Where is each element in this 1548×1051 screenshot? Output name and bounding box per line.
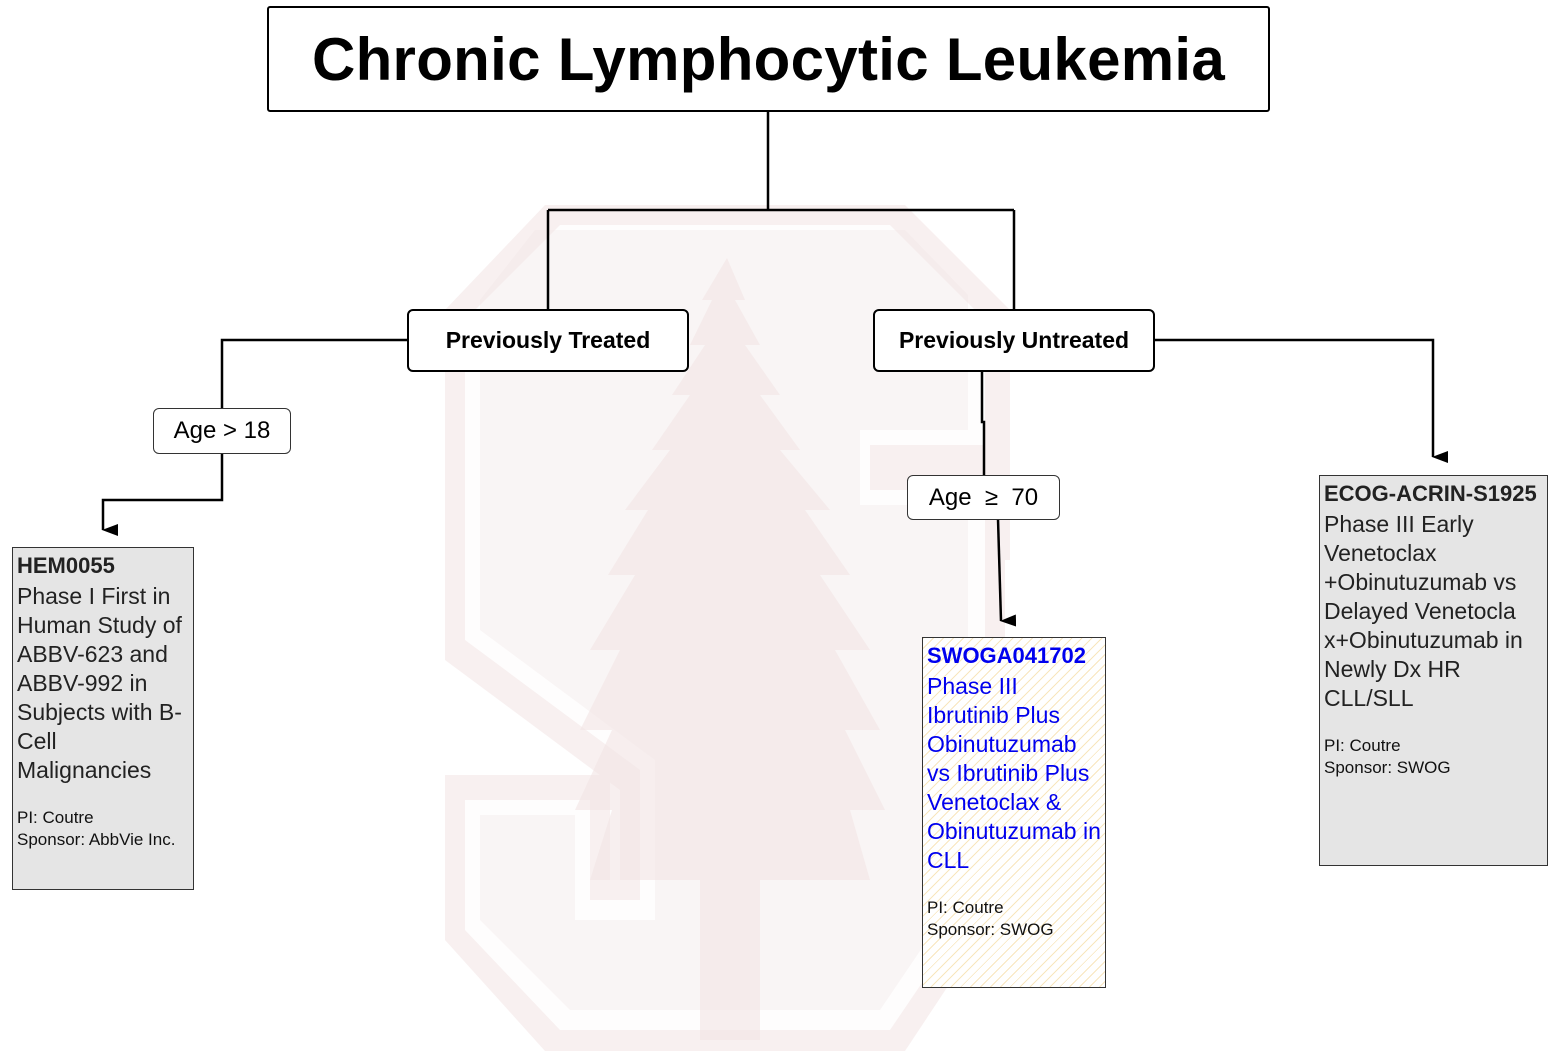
trial-description: Phase III Early Venetoclax +Obinutuzumab… (1324, 511, 1523, 711)
page-title: Chronic Lymphocytic Leukemia (311, 25, 1226, 93)
age-to-hem0055-arrow (101, 453, 224, 536)
condition-label: Age > 18 (173, 417, 271, 444)
trial-pi: PI: Coutre (17, 808, 94, 827)
trial-meta: PI: Coutre Sponsor: SWOG (927, 897, 1101, 941)
condition-age-70-plus: Age ≥ 70 (907, 475, 1060, 520)
title-box: Chronic Lymphocytic Leukemia (267, 6, 1270, 112)
trial-card-hem0055: HEM0055 Phase I First in Human Study of … (12, 547, 194, 890)
age-to-swog-arrow (996, 518, 1017, 627)
branch-label: Previously Untreated (898, 327, 1130, 353)
trial-id: ECOG-ACRIN-S1925 (1324, 481, 1537, 506)
trial-card-swoga041702: SWOGA041702 Phase III Ibrutinib Plus Obi… (922, 637, 1106, 988)
branch-label: Previously Treated (445, 327, 651, 353)
trial-description: Phase III Ibrutinib Plus Obinutuzumab vs… (927, 673, 1101, 873)
trial-card-ecog-acrin-s1925: ECOG-ACRIN-S1925 Phase III Early Venetoc… (1319, 475, 1548, 866)
trial-meta: PI: Coutre Sponsor: SWOG (1324, 735, 1543, 779)
trial-sponsor: Sponsor: AbbVie Inc. (17, 830, 176, 849)
branch-previously-treated: Previously Treated (407, 309, 689, 372)
trial-description: Phase I First in Human Study of ABBV-623… (17, 583, 182, 783)
trial-id: HEM0055 (17, 553, 115, 578)
trial-pi: PI: Coutre (927, 898, 1004, 917)
treated-to-age-line (220, 338, 407, 410)
trial-meta: PI: Coutre Sponsor: AbbVie Inc. (17, 807, 189, 851)
untreated-to-age-line (980, 372, 986, 476)
branch-previously-untreated: Previously Untreated (873, 309, 1155, 372)
trial-id: SWOGA041702 (927, 643, 1086, 668)
trial-pi: PI: Coutre (1324, 736, 1401, 755)
trial-sponsor: Sponsor: SWOG (1324, 758, 1451, 777)
trial-sponsor: Sponsor: SWOG (927, 920, 1054, 939)
condition-age-over-18: Age > 18 (153, 408, 291, 454)
condition-label: Age ≥ 70 (928, 483, 1039, 511)
untreated-to-ecog-arrow (1155, 338, 1448, 463)
